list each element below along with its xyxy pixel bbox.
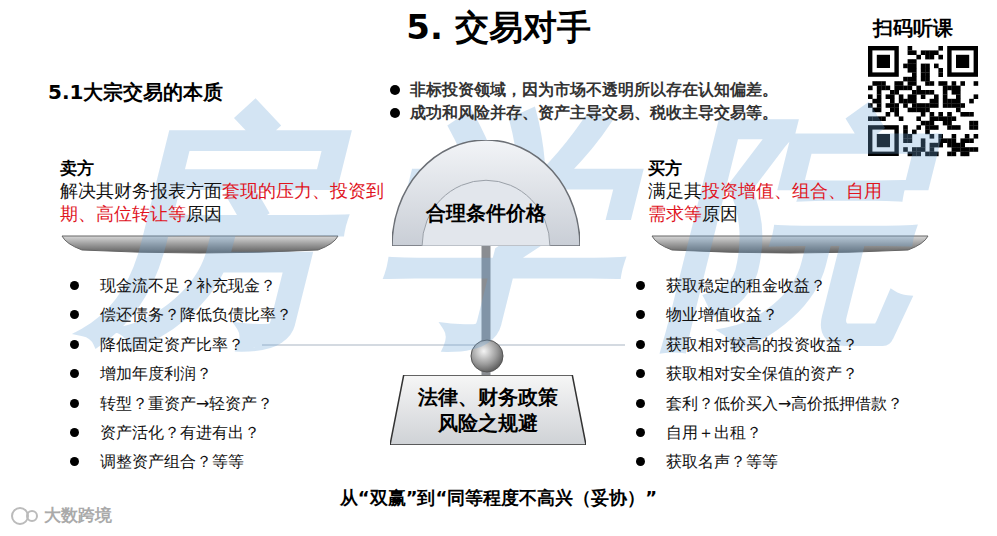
list-item: 调整资产组合？等等	[70, 452, 380, 472]
section-heading: 5.1大宗交易的本质	[48, 80, 348, 105]
list-item: 资产活化？有进有出？	[70, 423, 380, 443]
reason-text: 满足其投资增值、组合、自用需求等原因	[648, 180, 888, 225]
body-text: 满足其	[648, 180, 702, 201]
node-text: 合理条件价格	[426, 200, 546, 226]
shape-outline	[392, 140, 580, 246]
list-item: 获取相对较高的投资收益？	[636, 335, 996, 355]
list-item: 获取稳定的租金收益？	[636, 276, 996, 296]
list-item: 现金流不足？补充现金？	[70, 276, 380, 296]
list-item: 获取相对安全保值的资产？	[636, 364, 996, 384]
list-item: 套利？低价买入→高价抵押借款？	[636, 394, 996, 414]
qr-caption: 扫码听课	[873, 16, 993, 41]
body-text: 解决其财务报表方面	[60, 180, 222, 201]
list-item: 自用＋出租？	[636, 423, 996, 443]
list-item: 物业增值收益？	[636, 305, 996, 325]
price-dial: 合理条件价格	[392, 140, 580, 246]
list-item: 获取名声？等等	[636, 452, 996, 472]
logo-mark	[12, 508, 37, 524]
body-text: 原因	[186, 203, 222, 224]
seller-heading: 卖方	[60, 158, 160, 179]
list-item: 转型？重资产→轻资产？	[70, 394, 380, 414]
bullet-note: 成功和风险并存、资产主导交易、税收主导交易等。	[388, 103, 890, 123]
page-title: 5. 交易对手	[250, 6, 747, 49]
bullet-note: 非标投资领域，因为市场不透明所以存在认知偏差。	[388, 80, 890, 100]
brand-mark: 大数跨境	[44, 505, 164, 526]
body-text: 原因	[702, 203, 738, 224]
list-item: 增加年度利润？	[70, 364, 380, 384]
node-text: 法律、财务政策 风险之规避	[413, 384, 563, 436]
list-item: 偿还债务？降低负债比率？	[70, 305, 380, 325]
caption: 从“双赢”到“同等程度不高兴（妥协）”	[150, 487, 847, 510]
list-item: 降低固定资产比率？	[70, 335, 380, 355]
reason-text: 解决其财务报表方面套现的压力、投资到期、高位转让等原因	[60, 180, 386, 225]
base-box: 法律、财务政策 风险之规避	[390, 375, 586, 445]
buyer-heading: 买方	[648, 158, 748, 179]
